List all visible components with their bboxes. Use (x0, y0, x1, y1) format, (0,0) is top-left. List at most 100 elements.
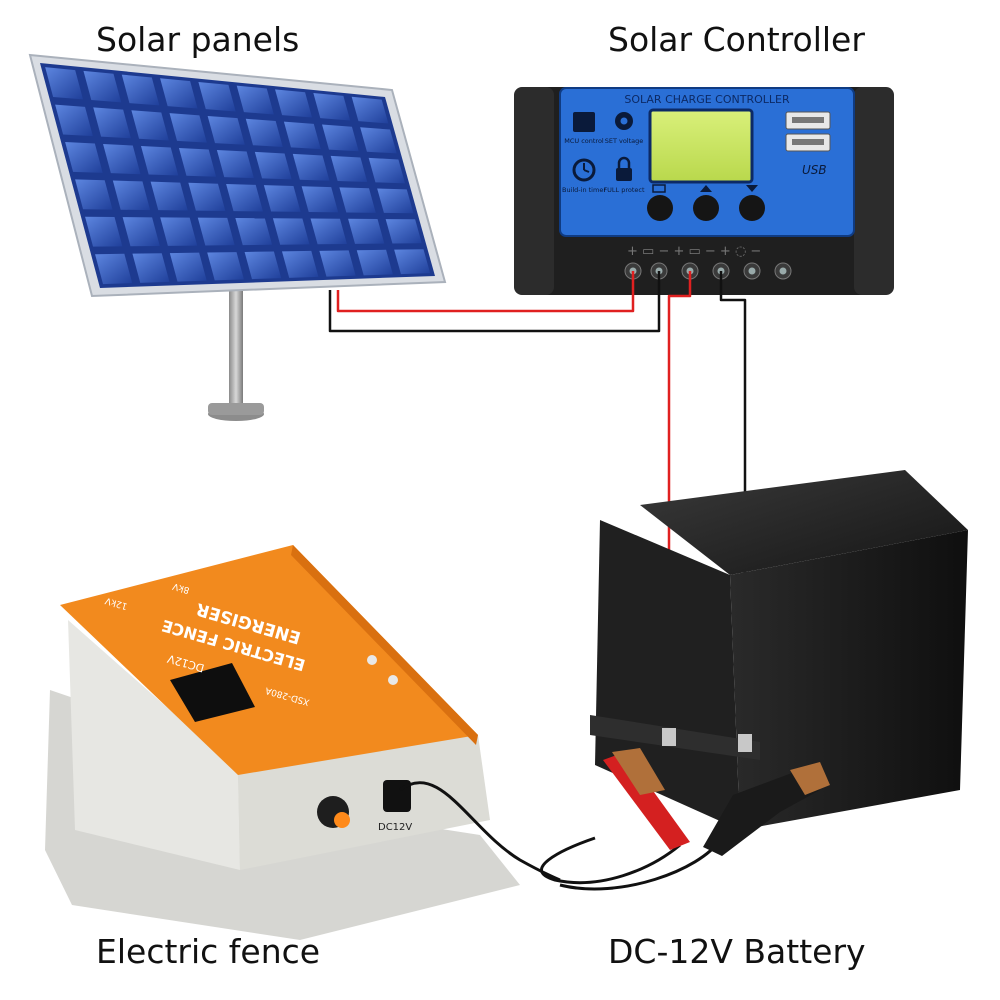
solar-cell (348, 218, 385, 244)
panel-cells (45, 67, 431, 285)
solar-panel (28, 53, 447, 421)
usb-ports: USB (785, 111, 831, 177)
svg-text:FULL protect: FULL protect (603, 186, 645, 194)
solar-cell (272, 218, 310, 245)
set-feature: SET voltage (605, 112, 644, 145)
solar-cell (169, 113, 207, 143)
solar-cell (385, 219, 422, 244)
battery-terminal-positive (662, 728, 676, 746)
chip-icon (573, 112, 595, 132)
solar-cell (236, 85, 274, 115)
solar-cell (207, 252, 244, 281)
electric-fence-energiser: ELECTRIC FENCE ENERGISER 12kV 8kV DC12V … (45, 545, 561, 940)
timer-feature: Build-in timer (562, 158, 606, 194)
battery-status-icon (700, 185, 712, 192)
solar-cell (45, 67, 84, 100)
battery-clamps (539, 748, 830, 891)
fence-body-side (238, 735, 490, 870)
clock-icon (572, 158, 596, 182)
fence-body-front (68, 620, 240, 870)
solar-cell (319, 250, 356, 277)
solar-cell (150, 181, 188, 211)
clamp-lead (539, 836, 681, 885)
battery (590, 470, 968, 830)
solar-cell (313, 93, 351, 121)
controller-button-menu[interactable] (647, 195, 673, 221)
svg-text:USB: USB (802, 163, 827, 177)
panel-pole (229, 285, 243, 413)
caption-solar-panels: Solar panels (96, 20, 300, 59)
solar-cell (93, 107, 131, 139)
solar-cell (235, 217, 273, 246)
svg-text:Build-in timer: Build-in timer (562, 186, 606, 194)
terminal-screw-head (779, 267, 787, 275)
caption-battery: DC-12V Battery (608, 932, 866, 971)
fence-indicator-light (367, 655, 377, 665)
controller-header: SOLAR CHARGE CONTROLLER (624, 93, 790, 106)
charge-controller: SOLAR CHARGE CONTROLLER MCU control SET … (514, 87, 894, 295)
battery-terminal-negative (738, 734, 752, 752)
solar-cell (245, 118, 283, 147)
clamp-lead (559, 839, 722, 891)
wire-panel-negative (328, 271, 661, 333)
solar-cell (310, 218, 347, 245)
wire-panel-positive (336, 271, 635, 313)
lock-icon (616, 168, 632, 181)
solar-cell (216, 149, 254, 179)
solar-cell (292, 153, 330, 181)
fence-power-lead (399, 781, 561, 882)
solar-cell (188, 182, 226, 211)
panel-status-icon (652, 184, 666, 193)
caption-solar-controller: Solar Controller (608, 20, 865, 59)
solar-cell (263, 185, 301, 212)
solar-cell (140, 145, 179, 176)
battery-side (730, 530, 968, 830)
solar-cell (283, 121, 321, 150)
mcu-feature: MCU control (564, 112, 604, 145)
solar-cell (330, 155, 368, 183)
fence-top (60, 545, 478, 775)
solar-cell (207, 115, 245, 145)
red-clamp (603, 752, 690, 850)
solar-cell (368, 157, 406, 184)
solar-cell (169, 252, 207, 282)
protect-feature: FULL protect (603, 156, 645, 194)
solar-cell (112, 180, 151, 211)
solar-cell (132, 253, 170, 283)
fence-display (170, 663, 255, 722)
solar-cell (122, 217, 160, 247)
solar-cell (85, 216, 123, 247)
svg-text:DC12V: DC12V (378, 822, 412, 833)
controller-button-up[interactable] (693, 195, 719, 221)
solar-cell (103, 143, 141, 175)
solar-cell (360, 127, 397, 154)
battery-front (595, 520, 740, 830)
solar-cell (226, 183, 263, 212)
solar-cell (394, 249, 431, 275)
solar-cell (301, 186, 339, 213)
solar-cell (131, 110, 169, 141)
battery-top (640, 470, 968, 575)
solar-cell (75, 179, 113, 210)
solar-cell (178, 147, 217, 177)
black-clamp (703, 770, 820, 856)
solar-cell (377, 188, 414, 214)
solar-cell (254, 151, 292, 180)
solar-cell (351, 96, 389, 124)
solar-cell (356, 249, 393, 276)
controller-lcd (648, 108, 754, 184)
terminal-symbols: + ▭ − + ▭ − + ◌ − (627, 244, 761, 259)
solar-cell (322, 124, 359, 152)
svg-text:SET voltage: SET voltage (605, 137, 644, 145)
load-status-icon (746, 185, 758, 192)
solar-cell (339, 187, 376, 213)
caption-electric-fence: Electric fence (96, 932, 321, 971)
solar-cell (197, 217, 235, 246)
solar-cell (281, 250, 319, 278)
solar-cell (160, 78, 198, 109)
controller-button-down[interactable] (739, 195, 765, 221)
solar-cell (244, 251, 282, 280)
solar-cell (65, 141, 103, 173)
solar-cell (275, 89, 313, 118)
